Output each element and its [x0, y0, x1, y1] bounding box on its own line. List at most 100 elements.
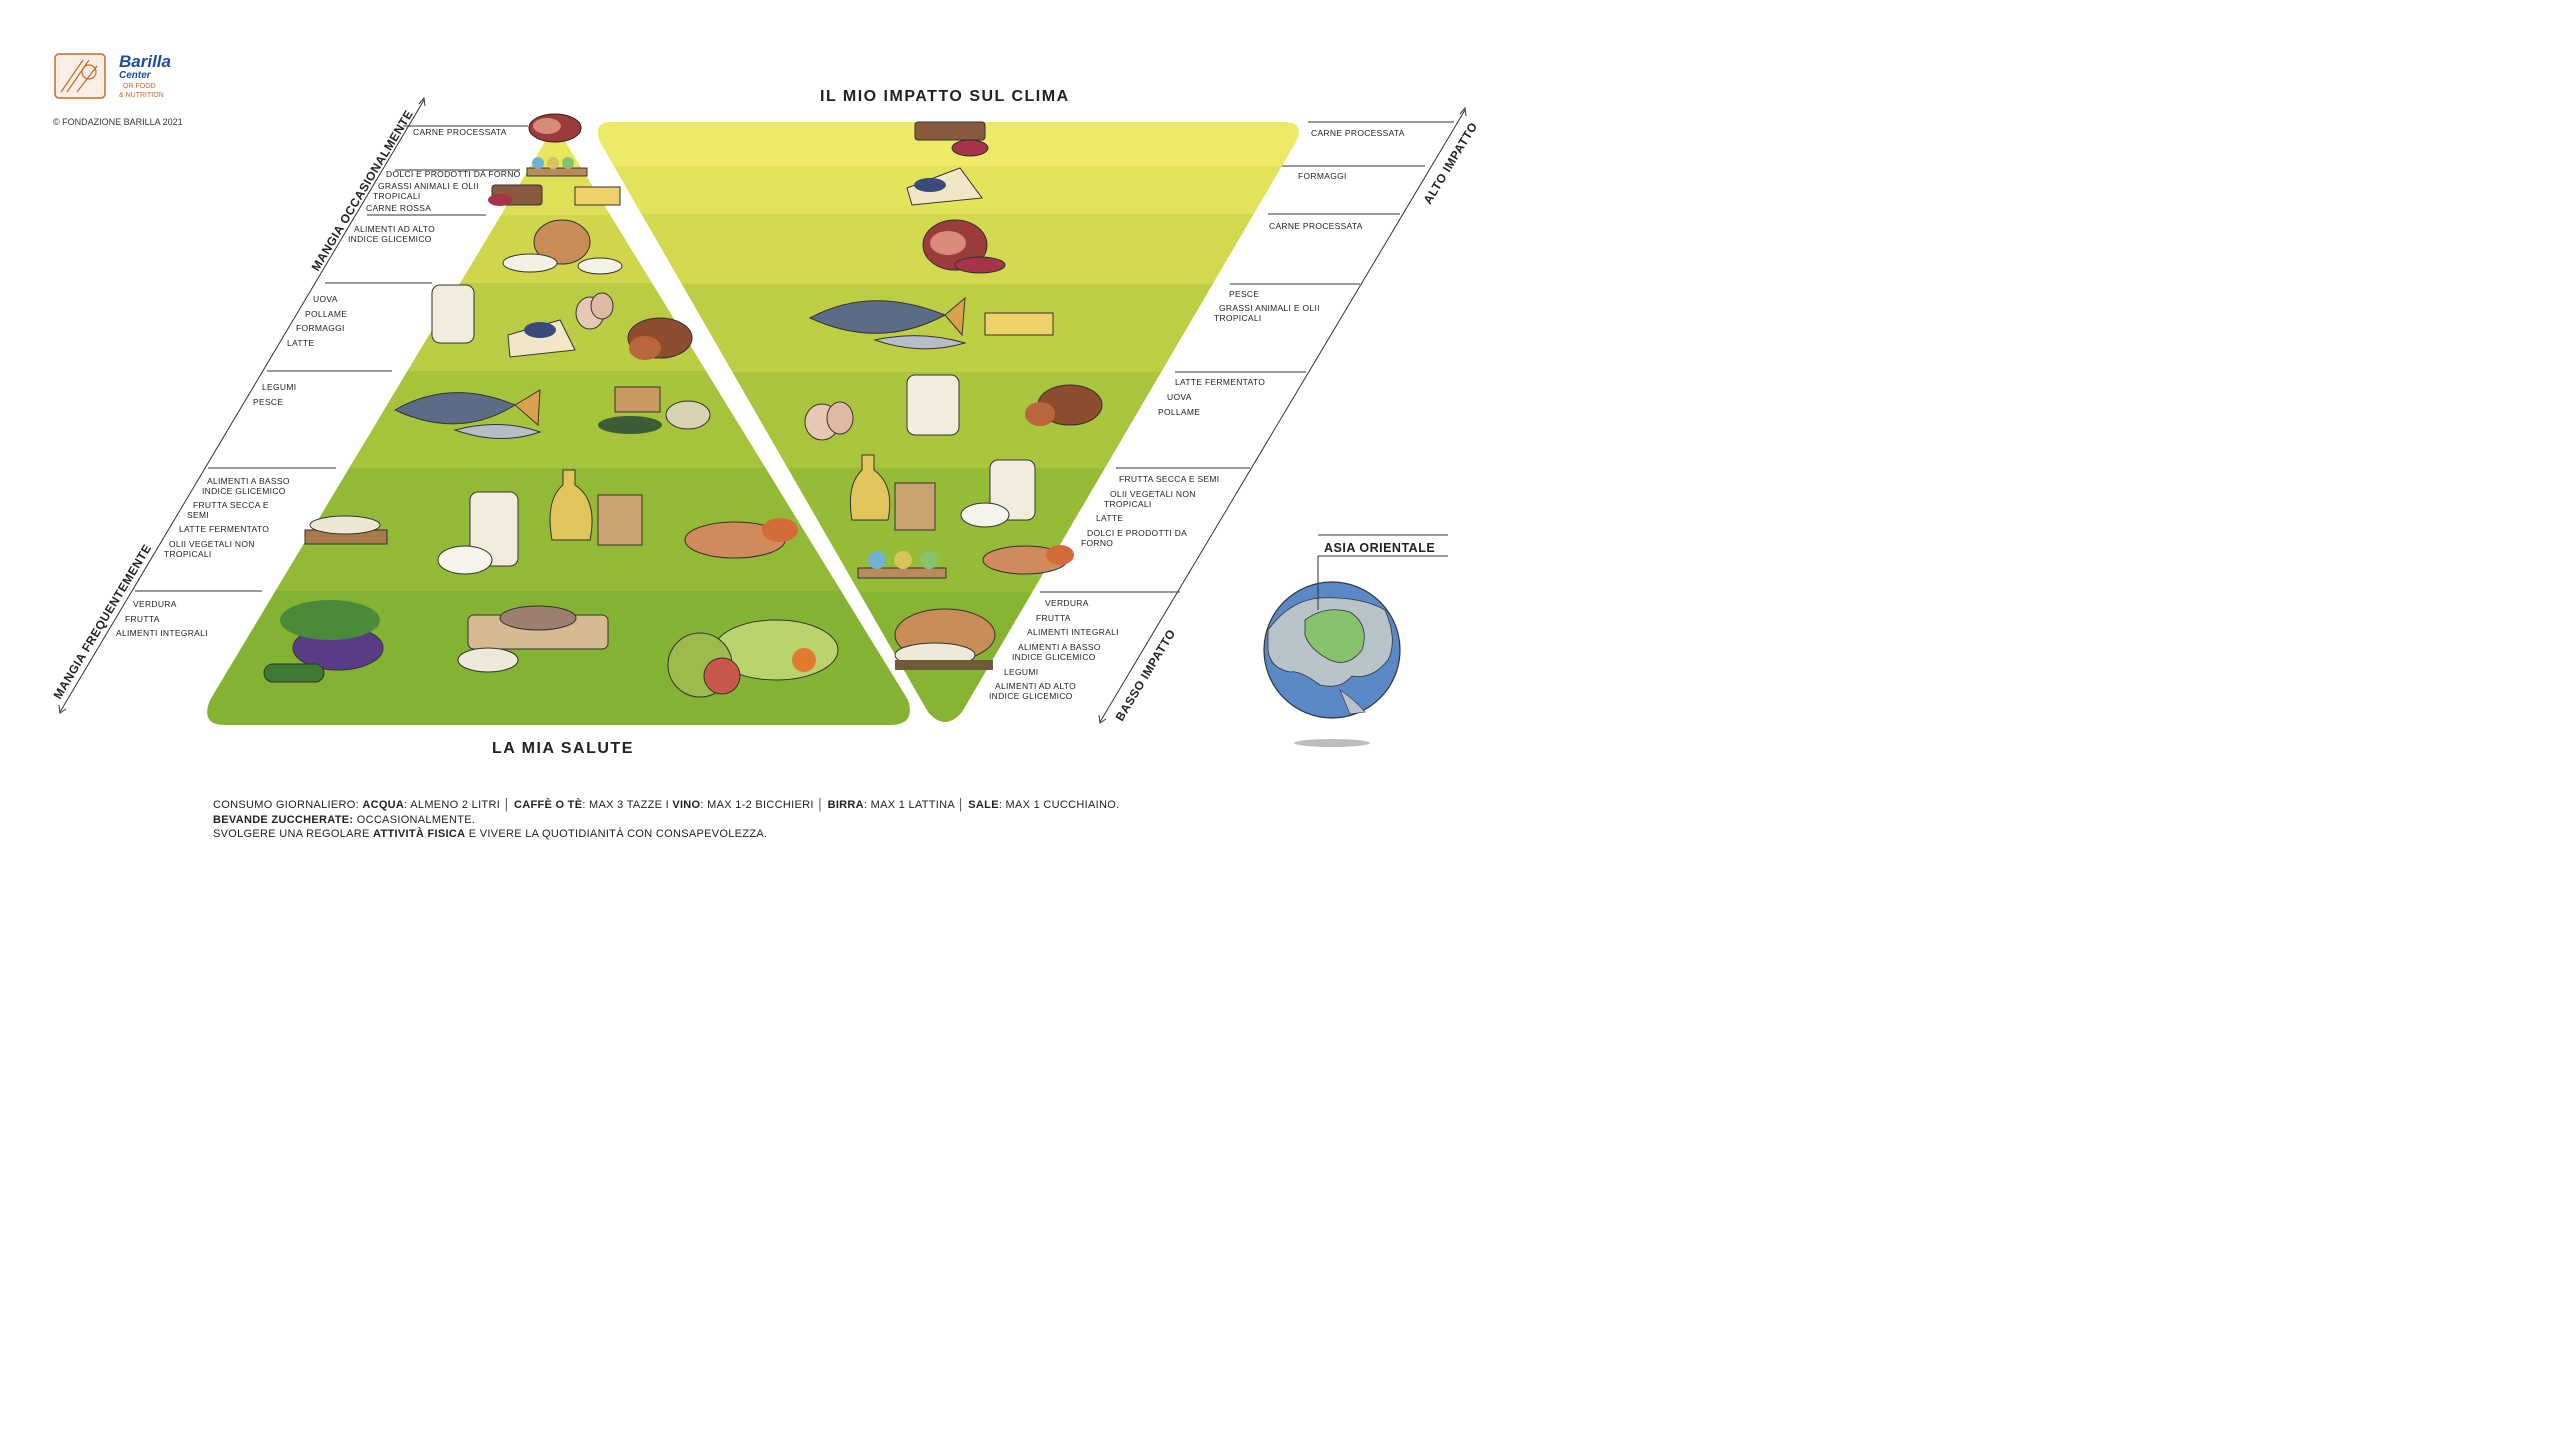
climate-label: FORNO — [1081, 538, 1113, 548]
climate-label: POLLAME — [1158, 407, 1200, 417]
climate-oil-icon — [849, 454, 936, 531]
climate-nuts-icon — [982, 545, 1074, 575]
bread-sack-icon — [502, 219, 623, 275]
brand-tag-2: & NUTRITION — [119, 92, 164, 99]
climate-label: OLII VEGETALI NON — [1110, 489, 1196, 499]
climate-title: IL MIO IMPATTO SUL CLIMA — [820, 88, 1070, 105]
health-label: PESCE — [253, 397, 283, 407]
climate-label: TROPICALI — [1214, 313, 1262, 323]
health-food-illustrations — [263, 113, 839, 698]
chicken-icon — [627, 317, 693, 360]
health-label: FRUTTA SECCA E — [193, 500, 269, 510]
ham-icon — [528, 113, 582, 143]
yogurt-jug-icon — [437, 491, 519, 575]
oil-bottle-icon — [549, 469, 643, 546]
climate-label: INDICE GLICEMICO — [989, 691, 1073, 701]
health-label: DOLCI E PRODOTTI DA FORNO — [386, 169, 521, 179]
climate-processed-meat-icon — [922, 219, 1006, 274]
food-pyramid-diagram: MANGIA OCCASIONALMENTE MANGIA FREQUENTEM… — [51, 96, 1481, 747]
climate-label: CARNE PROCESSATA — [1269, 221, 1363, 231]
footer-line-1: CONSUMO GIORNALIERO: ACQUA: ALMENO 2 LIT… — [213, 799, 1120, 811]
rice-plate-icon — [304, 515, 388, 545]
health-title: LA MIA SALUTE — [492, 740, 634, 757]
brand-logo: Barilla Center OR FOOD & NUTRITION — [53, 52, 193, 104]
health-label: ALIMENTI INTEGRALI — [116, 628, 208, 638]
climate-fish-icon — [808, 296, 967, 350]
climate-label: ALIMENTI AD ALTO — [995, 681, 1076, 691]
brand-sub: Center — [119, 70, 151, 81]
health-label: ALIMENTI A BASSO — [207, 476, 290, 486]
nuts-icon — [684, 518, 798, 559]
right-axis-bottom-label: BASSO IMPATTO — [1113, 627, 1179, 724]
health-label: LEGUMI — [262, 382, 296, 392]
health-label: FRUTTA — [125, 614, 160, 624]
brand-name: Barilla — [119, 52, 171, 71]
climate-label: UOVA — [1167, 392, 1192, 402]
health-label: CARNE ROSSA — [366, 203, 431, 213]
health-label: LATTE — [287, 338, 314, 348]
footer-line-2: BEVANDE ZUCCHERATE: OCCASIONALMENTE. — [213, 813, 476, 826]
climate-label: LEGUMI — [1004, 667, 1038, 677]
climate-pastry-tray-icon — [857, 551, 947, 579]
health-label: GRASSI ANIMALI E OLII — [378, 181, 479, 191]
legumes-icon — [598, 386, 711, 434]
climate-cheese-icon — [906, 167, 983, 206]
climate-label: INDICE GLICEMICO — [1012, 652, 1096, 662]
region-label: ASIA ORIENTALE — [1324, 541, 1435, 555]
fruit-icon — [667, 619, 839, 698]
health-label: ALIMENTI AD ALTO — [354, 224, 435, 234]
health-label: OLII VEGETALI NON — [169, 539, 255, 549]
butter-icon — [574, 186, 621, 206]
health-label: VERDURA — [133, 599, 177, 609]
red-meat-icon — [488, 184, 543, 206]
left-axis — [58, 96, 528, 714]
climate-label: CARNE PROCESSATA — [1311, 128, 1405, 138]
health-label: TROPICALI — [164, 549, 212, 559]
logo-mark-icon — [54, 53, 106, 99]
climate-yogurt-icon — [960, 459, 1036, 528]
climate-label: TROPICALI — [1104, 499, 1152, 509]
climate-label: ALIMENTI A BASSO — [1018, 642, 1101, 652]
health-label: FORMAGGI — [296, 323, 345, 333]
climate-label: DOLCI E PRODOTTI DA — [1087, 528, 1187, 538]
brand-tag-1: OR FOOD — [123, 83, 156, 90]
climate-label: VERDURA — [1045, 598, 1089, 608]
climate-label: ALIMENTI INTEGRALI — [1027, 627, 1119, 637]
footer-notes: CONSUMO GIORNALIERO: ACQUA: ALMENO 2 LIT… — [213, 798, 1119, 842]
copyright: © FONDAZIONE BARILLA 2021 — [53, 117, 183, 127]
health-label: UOVA — [313, 294, 338, 304]
climate-label: FORMAGGI — [1298, 171, 1347, 181]
bread-loaf-icon — [457, 605, 609, 673]
climate-vegetables-icon — [894, 608, 996, 670]
health-label: TROPICALI — [373, 191, 421, 201]
climate-eggs-icon — [804, 401, 854, 441]
health-label: POLLAME — [305, 309, 347, 319]
milk-jug-icon — [431, 284, 475, 344]
health-labels: CARNE PROCESSATA DOLCI E PRODOTTI DA FOR… — [116, 127, 521, 638]
right-axis — [1040, 106, 1467, 724]
pastry-tray-icon — [526, 157, 588, 177]
climate-label: GRASSI ANIMALI E OLII — [1219, 303, 1320, 313]
climate-ham-icon — [914, 121, 989, 157]
health-label: SEMI — [187, 510, 209, 520]
climate-label: LATTE — [1096, 513, 1123, 523]
cheese-icon — [507, 319, 576, 358]
climate-label: PESCE — [1229, 289, 1259, 299]
right-axis-top-label: ALTO IMPATTO — [1421, 120, 1481, 207]
vegetables-icon — [263, 600, 384, 683]
climate-label: FRUTTA SECCA E SEMI — [1119, 474, 1219, 484]
climate-label: FRUTTA — [1036, 613, 1071, 623]
climate-milk-jug-icon — [906, 374, 960, 436]
fish-icon — [393, 389, 542, 439]
climate-butter-icon — [984, 312, 1054, 336]
health-label: CARNE PROCESSATA — [413, 127, 507, 137]
climate-label: LATTE FERMENTATO — [1175, 377, 1265, 387]
health-label: LATTE FERMENTATO — [179, 524, 269, 534]
climate-food-illustrations — [804, 121, 1103, 670]
climate-chicken-icon — [1025, 384, 1103, 426]
footer-line-3: SVOLGERE UNA REGOLARE ATTIVITÀ FISICA E … — [213, 828, 768, 840]
globe-icon — [1263, 534, 1448, 747]
climate-labels: CARNE PROCESSATA FORMAGGI CARNE PROCESSA… — [989, 128, 1405, 701]
eggs-icon — [575, 292, 614, 330]
health-label: INDICE GLICEMICO — [202, 486, 286, 496]
